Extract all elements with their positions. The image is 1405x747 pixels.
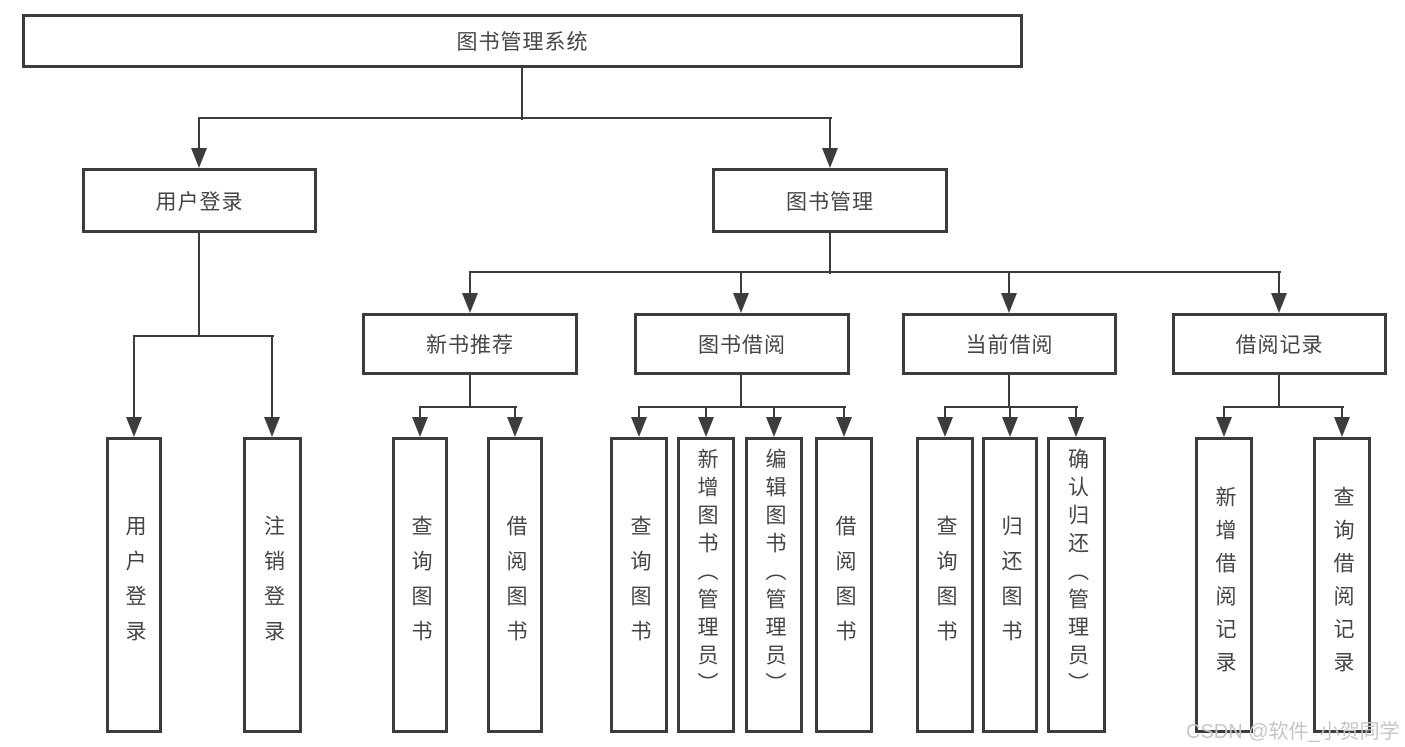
- arrow-down-icon: [822, 148, 838, 168]
- connector-line-vertical: [1075, 407, 1077, 419]
- leaf-query-books-recommend: 查询图书: [392, 437, 448, 733]
- leaf-label: 编辑图书（管理员）: [763, 448, 787, 700]
- connector-line-vertical: [198, 118, 200, 152]
- leaf-borrow-books-recommend: 借阅图书: [487, 437, 543, 733]
- connector-line-vertical: [944, 407, 946, 419]
- node-label: 借阅记录: [1235, 334, 1324, 357]
- arrow-down-icon: [1271, 293, 1287, 313]
- leaf-label: 用户登录: [123, 515, 147, 655]
- connector-line-vertical: [740, 375, 742, 408]
- connector-line-vertical: [843, 407, 845, 419]
- node-current-borrowing: 当前借阅: [902, 313, 1117, 375]
- connector-line-vertical: [705, 407, 707, 419]
- arrow-down-icon: [191, 148, 207, 168]
- node-label: 图书管理: [786, 190, 874, 214]
- leaf-user-login: 用户登录: [106, 437, 162, 733]
- node-borrowing-records: 借阅记录: [1172, 313, 1387, 375]
- leaf-query-books-borrowing: 查询图书: [610, 437, 668, 733]
- connector-line-horizontal: [638, 406, 846, 408]
- arrow-down-icon: [412, 417, 428, 437]
- arrow-down-icon: [766, 417, 782, 437]
- connector-line-vertical: [1341, 407, 1343, 419]
- leaf-label: 注销登录: [261, 515, 285, 655]
- csdn-watermark: CSDN @软件_小贺同学: [1186, 721, 1400, 743]
- node-new-book-recommendation: 新书推荐: [362, 313, 578, 375]
- connector-line-vertical: [1278, 375, 1280, 408]
- leaf-label: 新增图书（管理员）: [695, 448, 719, 700]
- connector-line-vertical: [1223, 407, 1225, 419]
- connector-line-vertical: [271, 336, 273, 419]
- leaf-borrow-books-borrowing: 借阅图书: [815, 437, 873, 733]
- connector-line-horizontal: [469, 271, 1281, 273]
- leaf-label: 归还图书: [999, 515, 1023, 655]
- node-label: 当前借阅: [965, 334, 1054, 357]
- connector-line-horizontal: [944, 406, 1078, 408]
- arrow-down-icon: [698, 417, 714, 437]
- node-label: 用户登录: [155, 190, 244, 214]
- leaf-confirm-return-admin: 确认归还（管理员）: [1047, 437, 1106, 733]
- connector-line-vertical: [829, 233, 831, 274]
- connector-line-vertical: [1008, 375, 1010, 408]
- connector-line-horizontal: [419, 406, 517, 408]
- connector-line-vertical: [1009, 407, 1011, 419]
- arrow-down-icon: [733, 293, 749, 313]
- node-label: 图书借阅: [698, 334, 786, 357]
- leaf-label: 查询图书: [934, 515, 958, 655]
- arrow-down-icon: [937, 417, 953, 437]
- connector-line-horizontal: [1223, 406, 1344, 408]
- leaf-label: 查询图书: [628, 515, 652, 655]
- connector-line-vertical: [469, 375, 471, 408]
- connector-line-vertical: [521, 68, 523, 120]
- leaf-logout: 注销登录: [243, 437, 302, 733]
- arrow-down-icon: [1002, 417, 1018, 437]
- connector-line-vertical: [419, 407, 421, 419]
- connector-line-vertical: [514, 407, 516, 419]
- leaf-label: 借阅图书: [833, 515, 857, 655]
- connector-line-vertical: [133, 336, 135, 419]
- leaf-label: 查询借阅记录: [1331, 486, 1355, 684]
- leaf-return-book: 归还图书: [982, 437, 1038, 733]
- arrow-down-icon: [631, 417, 647, 437]
- connector-line-vertical: [469, 272, 471, 295]
- leaf-label: 确认归还（管理员）: [1065, 448, 1089, 700]
- leaf-query-borrowing-record: 查询借阅记录: [1313, 437, 1371, 733]
- leaf-add-book-admin: 新增图书（管理员）: [677, 437, 735, 733]
- connector-line-vertical: [638, 407, 640, 419]
- leaf-label: 查询图书: [409, 515, 433, 655]
- arrow-down-icon: [1334, 417, 1350, 437]
- leaf-query-books-current: 查询图书: [916, 437, 974, 733]
- connector-line-horizontal: [198, 117, 832, 119]
- connector-line-vertical: [740, 272, 742, 295]
- node-book-management: 图书管理: [712, 168, 948, 233]
- node-user-login: 用户登录: [82, 168, 317, 233]
- node-label: 新书推荐: [426, 334, 514, 357]
- connector-line-vertical: [829, 118, 831, 152]
- connector-line-vertical: [773, 407, 775, 419]
- leaf-add-borrowing-record: 新增借阅记录: [1195, 437, 1253, 733]
- connector-line-vertical: [198, 233, 200, 337]
- node-book-borrowing: 图书借阅: [634, 313, 850, 375]
- arrow-down-icon: [836, 417, 852, 437]
- arrow-down-icon: [1216, 417, 1232, 437]
- arrow-down-icon: [126, 417, 142, 437]
- arrow-down-icon: [1001, 293, 1017, 313]
- connector-line-vertical: [1278, 272, 1280, 295]
- node-root-book-management-system: 图书管理系统: [22, 14, 1023, 68]
- arrow-down-icon: [462, 293, 478, 313]
- leaf-label: 新增借阅记录: [1213, 486, 1237, 684]
- arrow-down-icon: [264, 417, 280, 437]
- arrow-down-icon: [507, 417, 523, 437]
- arrow-down-icon: [1068, 417, 1084, 437]
- connector-line-vertical: [1008, 272, 1010, 295]
- leaf-edit-book-admin: 编辑图书（管理员）: [745, 437, 803, 733]
- leaf-label: 借阅图书: [504, 515, 528, 655]
- connector-line-horizontal: [133, 335, 274, 337]
- node-label: 图书管理系统: [456, 31, 589, 54]
